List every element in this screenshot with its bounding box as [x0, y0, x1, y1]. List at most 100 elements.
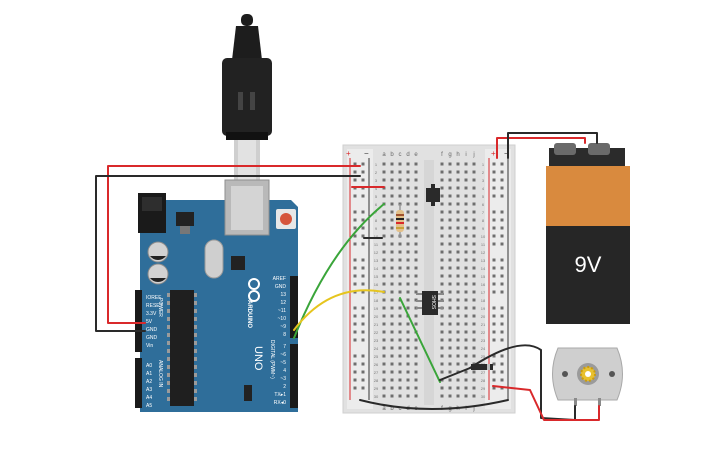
icsp-header — [244, 385, 252, 401]
chip-pin — [167, 349, 170, 353]
breadboard-hole — [398, 394, 402, 398]
chip-pin — [167, 381, 170, 385]
rail-hole — [500, 386, 504, 390]
breadboard-hole — [398, 370, 402, 374]
breadboard-hole — [448, 194, 452, 198]
chip-pin — [194, 333, 197, 337]
breadboard-hole — [414, 210, 418, 214]
rail-hole — [361, 162, 365, 166]
breadboard-hole — [414, 274, 418, 278]
digital-header-top — [290, 276, 298, 338]
breadboard-hole — [456, 250, 460, 254]
breadboard-hole — [464, 194, 468, 198]
breadboard-hole — [456, 258, 460, 262]
breadboard-hole — [440, 346, 444, 350]
column-letter: b — [390, 406, 394, 412]
crystal-oscillator — [204, 239, 224, 279]
rail-hole — [353, 370, 357, 374]
rail-hole — [361, 266, 365, 270]
breadboard-hole — [472, 282, 476, 286]
digital-pin-label: ~11 — [278, 308, 286, 314]
breadboard-hole — [472, 394, 476, 398]
row-number: 28 — [374, 378, 379, 383]
row-number: 2 — [375, 170, 378, 175]
breadboard-hole — [382, 170, 386, 174]
digital-label: DIGITAL (PWM~) — [269, 340, 275, 379]
breadboard-hole — [382, 354, 386, 358]
breadboard-hole — [414, 370, 418, 374]
chip-pin — [167, 373, 170, 377]
breadboard-hole — [406, 298, 410, 302]
breadboard-hole — [390, 250, 394, 254]
breadboard-hole — [390, 178, 394, 182]
breadboard-hole — [448, 354, 452, 358]
wire-battery-minus-black — [507, 132, 598, 159]
breadboard-hole — [382, 282, 386, 286]
breadboard-hole — [456, 346, 460, 350]
rail-hole — [500, 170, 504, 174]
breadboard-hole — [448, 258, 452, 262]
chip-pin — [194, 325, 197, 329]
breadboard-hole — [448, 170, 452, 174]
breadboard-hole — [390, 330, 394, 334]
row-number: 15 — [481, 274, 486, 279]
breadboard-hole — [440, 330, 444, 334]
rail-hole — [492, 258, 496, 262]
breadboard-hole — [414, 202, 418, 206]
breadboard-hole — [456, 322, 460, 326]
rail-hole — [353, 266, 357, 270]
breadboard-hole — [472, 298, 476, 302]
breadboard-hole — [398, 186, 402, 190]
wire-pin9-yellow — [293, 289, 385, 331]
breadboard-hole — [390, 314, 394, 318]
rail-hole — [361, 258, 365, 262]
power-pin-label: GND — [146, 335, 158, 341]
breadboard-hole — [448, 306, 452, 310]
chip-pin — [167, 301, 170, 305]
breadboard-hole — [472, 314, 476, 318]
column-letter: a — [382, 152, 386, 158]
breadboard-hole — [448, 178, 452, 182]
breadboard-hole — [406, 378, 410, 382]
breadboard-hole — [398, 250, 402, 254]
breadboard-hole — [414, 322, 418, 326]
breadboard-hole — [390, 338, 394, 342]
analog-pin-label: A4 — [146, 395, 152, 401]
rail-hole — [500, 322, 504, 326]
breadboard-hole — [464, 394, 468, 398]
rail-hole — [492, 306, 496, 310]
breadboard-hole — [464, 362, 468, 366]
chip-pin — [194, 301, 197, 305]
breadboard-hole — [382, 266, 386, 270]
breadboard-hole — [472, 210, 476, 214]
breadboard-hole — [414, 178, 418, 182]
breadboard-hole — [390, 298, 394, 302]
rail-hole — [492, 370, 496, 374]
breadboard-hole — [382, 258, 386, 262]
breadboard-hole — [406, 218, 410, 222]
row-number: 29 — [374, 386, 379, 391]
rail-hole — [361, 314, 365, 318]
breadboard-hole — [382, 338, 386, 342]
row-number: 2 — [482, 170, 485, 175]
breadboard-hole — [456, 218, 460, 222]
breadboard-hole — [472, 378, 476, 382]
breadboard-hole — [390, 210, 394, 214]
breadboard-hole — [382, 226, 386, 230]
breadboard-hole — [464, 210, 468, 214]
row-number: 18 — [481, 298, 486, 303]
wire-diode-black — [439, 367, 471, 381]
breadboard-hole — [448, 338, 452, 342]
breadboard-hole — [406, 266, 410, 270]
breadboard-hole — [382, 322, 386, 326]
breadboard-hole — [440, 258, 444, 262]
breadboard-hole — [382, 234, 386, 238]
row-number: 25 — [481, 354, 486, 359]
digital-pin-label: 8 — [283, 332, 286, 338]
breadboard-hole — [398, 162, 402, 166]
breadboard-hole — [440, 242, 444, 246]
breadboard-hole — [382, 242, 386, 246]
breadboard-hole — [464, 346, 468, 350]
rail-hole — [361, 194, 365, 198]
rail-hole — [492, 186, 496, 190]
